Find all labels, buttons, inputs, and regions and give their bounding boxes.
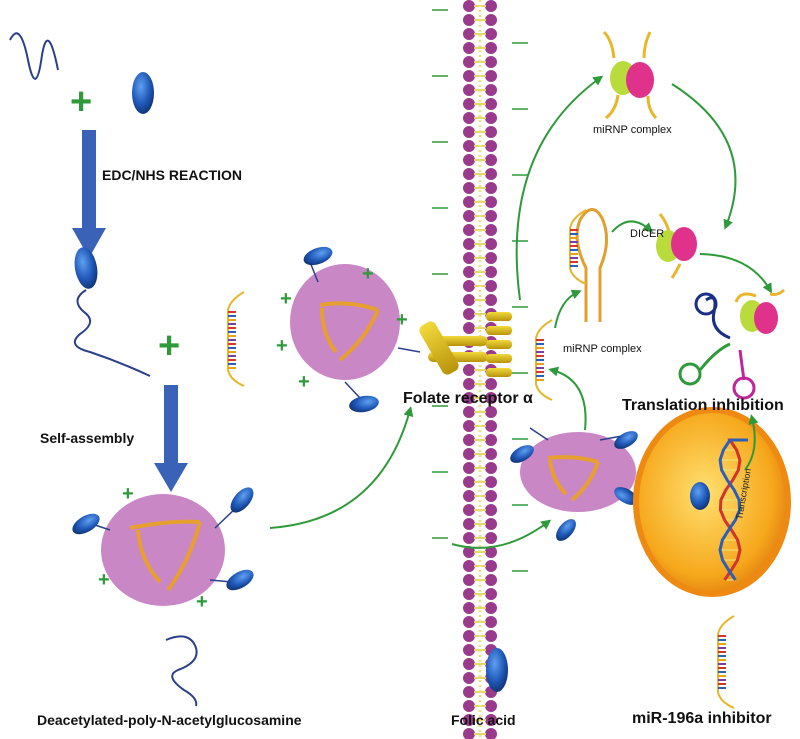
pathway-arrow [671, 83, 737, 230]
plus-sign: + [280, 288, 292, 310]
pre-mirna-hairpin-icon [575, 208, 608, 322]
dna-helix-icon [718, 438, 748, 581]
pathway-arrow [515, 75, 604, 301]
folic-acid-icon [556, 519, 576, 541]
plus-sign: + [276, 335, 288, 357]
folic-acid-icon [614, 431, 638, 449]
folic-acid-icon [303, 246, 333, 266]
plus-sign: + [396, 309, 408, 331]
legend-folic-acid-label: Folic acid [451, 712, 516, 728]
folic-acid-icon [74, 247, 98, 289]
entry-arrow [451, 519, 552, 549]
plus-sign: + [158, 325, 180, 367]
reaction-arrow [72, 130, 106, 258]
polymer-chain-icon [73, 289, 151, 377]
nucleus [633, 407, 791, 597]
mirnp-complex-mid-label: miRNP complex [563, 343, 642, 355]
folic-acid-icon [614, 487, 638, 505]
nanoparticle [510, 427, 638, 541]
legend-folic-acid-icon [486, 648, 508, 692]
folic-acid-icon [72, 513, 100, 535]
nanoparticle: + + + [72, 483, 254, 613]
mirnp-complex-top-label: miRNP complex [593, 124, 672, 136]
transcription-arrow [744, 414, 759, 471]
uptake-arrow [269, 406, 414, 529]
pathway-arrow [554, 289, 582, 329]
cell-membrane [463, 0, 497, 739]
mir-196a-inhibitor-icon [535, 319, 553, 401]
pathway-arrow [611, 220, 653, 233]
edc-nhs-reaction-label: EDC/NHS REACTION [102, 167, 243, 183]
mir-196a-inhibitor-icon [569, 209, 587, 285]
dicer-complex-icon [656, 213, 697, 279]
folic-acid-icon [510, 445, 534, 463]
folate-receptor-label: Folate receptor α [403, 390, 533, 407]
folic-acid-icon [230, 487, 254, 513]
mirnp-complex-icon [602, 30, 658, 120]
plus-sign: + [298, 371, 310, 393]
plus-sign: + [98, 569, 110, 591]
dicer-label: DICER [630, 228, 665, 240]
pathway-arrow [699, 253, 772, 294]
legend-inhibitor-icon [717, 615, 735, 709]
self-assembly-label: Self-assembly [40, 430, 135, 446]
plus-sign: + [362, 263, 374, 285]
legend-inhibitor-label: miR-196a inhibitor [632, 710, 772, 727]
self-assembly-arrow [154, 385, 188, 492]
folic-acid-icon [132, 72, 154, 114]
plus-sign: + [70, 81, 92, 123]
legend-polymer-label: Deacetylated-poly-N-acetylglucosamine [37, 712, 302, 728]
mir-196a-inhibitor-icon [227, 291, 245, 387]
polymer-chain-icon [9, 32, 59, 80]
plus-sign: + [196, 591, 208, 613]
translation-inhibition-complex-icon [678, 288, 786, 400]
release-arrow [548, 366, 587, 431]
folic-acid-icon [690, 482, 710, 510]
plus-sign: + [122, 483, 134, 505]
folic-acid-icon [226, 569, 254, 591]
folate-receptor-icon [419, 312, 512, 377]
legend-polymer-icon [165, 635, 198, 707]
folic-acid-icon [349, 395, 379, 413]
translation-inhibition-label: Translation inhibition [622, 397, 784, 414]
nanoparticle: + + + + + [276, 246, 421, 413]
